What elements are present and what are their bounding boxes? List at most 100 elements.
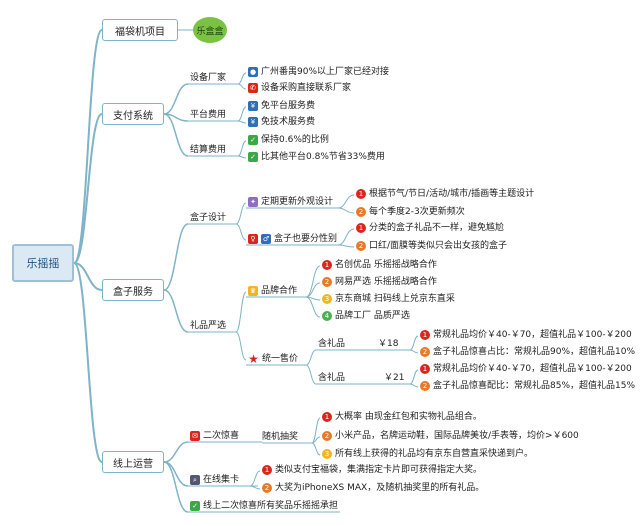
search-icon: ⌕ (190, 475, 200, 485)
connector-25 (337, 194, 355, 209)
number-2-icon: 2 (322, 277, 332, 287)
number-2-icon: 2 (356, 241, 366, 251)
star-icon: ★ (248, 352, 259, 366)
branch-box-service[interactable]: 盒子服务 (102, 279, 164, 301)
connector-56 (249, 470, 261, 487)
branch-fudai-project[interactable]: 福袋机项目 (102, 19, 178, 41)
number-2-icon: 2 (420, 347, 430, 357)
user-male-icon: ♂ (261, 234, 271, 244)
connector-14 (237, 120, 247, 124)
equip-item-2: ✆设备采购直接联系厂家 (248, 82, 351, 94)
connector-36 (305, 296, 321, 318)
connector-26 (337, 207, 355, 214)
user-female-icon: ♀ (248, 234, 258, 244)
price-21-value: ￥21 (384, 373, 405, 383)
gender-box-node: ♀♂盒子也要分性别 (248, 233, 337, 245)
price-18-value: ￥18 (378, 339, 399, 349)
online-card-node: ⌕在线集卡 (190, 474, 239, 486)
connector-27 (337, 228, 355, 246)
connector-3 (73, 262, 103, 463)
connector-47 (163, 461, 189, 513)
connector-17 (163, 223, 189, 291)
connector-22 (235, 223, 247, 241)
check-icon: ✓ (190, 501, 200, 511)
connector-5 (163, 83, 189, 115)
connector-45 (163, 441, 189, 463)
location-icon: ● (248, 67, 258, 77)
connector-11 (237, 72, 247, 85)
branch-online-operation[interactable]: 线上运营 (102, 451, 164, 473)
connector-44 (409, 383, 419, 388)
number-4-icon: 4 (322, 311, 332, 321)
branch-payment-system[interactable]: 支付系统 (102, 103, 164, 125)
settle-item-2: ✓比其他平台0.8%节省33%费用 (248, 151, 385, 163)
random-draw-label: 随机抽奖 (262, 432, 299, 442)
number-1-icon: 1 (356, 223, 366, 233)
settlement-fee-label: 结算费用 (190, 145, 227, 155)
yen-icon: ¥ (248, 101, 258, 111)
price-18-label: 含礼品 (318, 339, 346, 349)
number-1-icon: 1 (356, 189, 366, 199)
gift-selection-label: 礼品严选 (190, 321, 227, 331)
box-design-label: 盒子设计 (190, 213, 227, 223)
number-1-icon: 1 (322, 412, 332, 422)
platform-fee-label: 平台费用 (190, 110, 227, 120)
connector-57 (249, 485, 261, 490)
connector-12 (237, 83, 247, 90)
number-1-icon: 1 (262, 465, 272, 475)
connector-43 (409, 369, 419, 385)
number-1-icon: 1 (420, 330, 430, 340)
connector-38 (305, 364, 317, 385)
lehehe-bubble: 乐盒盒 (193, 17, 227, 43)
connector-7 (163, 113, 189, 157)
connector-30 (235, 331, 247, 361)
connector-55 (311, 442, 321, 456)
connector-0 (73, 29, 103, 264)
connector-2 (73, 262, 103, 291)
number-2-icon: 2 (420, 381, 430, 391)
number-2-icon: 2 (356, 207, 366, 217)
number-2-icon: 2 (262, 483, 272, 493)
periodic-design-node: ✦定期更新外观设计 (248, 196, 333, 208)
connector-33 (305, 265, 321, 298)
number-3-icon: 3 (322, 294, 332, 304)
gift-icon: ✉ (190, 431, 200, 441)
connector-29 (235, 291, 247, 333)
connector-18 (163, 289, 189, 333)
connector-21 (235, 202, 247, 225)
price-21-label: 含礼品 (318, 373, 346, 383)
number-1-icon: 1 (322, 260, 332, 270)
settle-item-1: ✓保持0.6%的比例 (248, 134, 329, 146)
connector-15 (237, 140, 247, 157)
connector-16 (237, 155, 247, 159)
connector-41 (409, 335, 419, 351)
yen-icon: ¥ (248, 117, 258, 127)
connector-13 (237, 106, 247, 122)
unified-price-node: ★统一售价 (248, 352, 299, 366)
connector-37 (305, 349, 317, 366)
brand-coop-node: ♛品牌合作 (248, 286, 298, 296)
check-icon: ✓ (248, 135, 258, 145)
connector-1 (73, 113, 103, 264)
root-node[interactable]: 乐摇摇 (12, 244, 74, 282)
fee-item-1: ¥免平台服务费 (248, 100, 315, 112)
connector-46 (163, 461, 189, 487)
number-1-icon: 1 (420, 364, 430, 374)
connector-28 (337, 244, 355, 248)
equip-item-1: ●广州番禺90%以上厂家已经对接 (248, 67, 390, 77)
number-2-icon: 2 (322, 431, 332, 441)
